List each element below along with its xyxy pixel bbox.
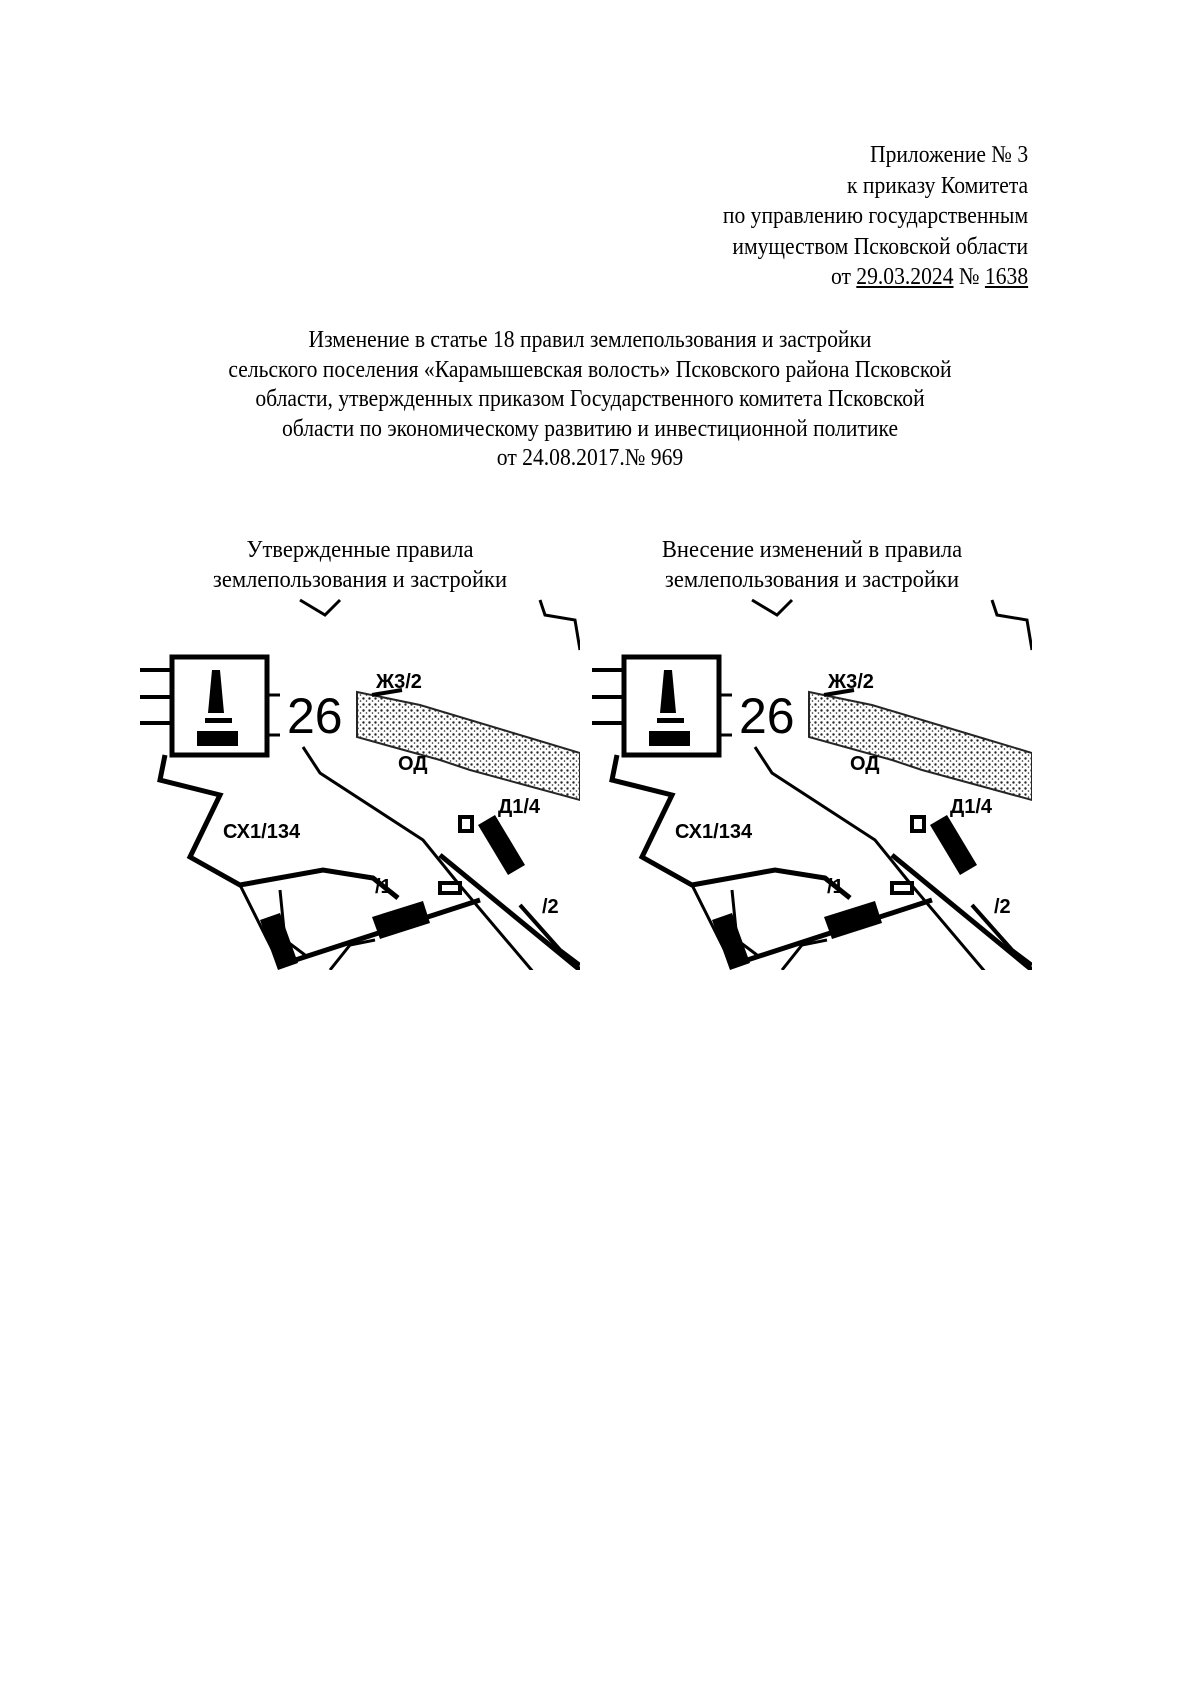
map-caption-amended: Внесение изменений в правила землепользо… (592, 535, 1032, 595)
header-line: к приказу Комитета (846, 172, 1028, 199)
title-line: сельского поселения «Карамышевская волос… (228, 356, 952, 383)
zone-label: Ж3/2 (375, 671, 422, 693)
header-line: Приложение № 3 (869, 142, 1028, 168)
map-number: 26 (739, 688, 795, 744)
zone-label: Ж3/2 (827, 671, 874, 693)
date-prefix: от (830, 264, 857, 290)
zone-label: ОД (398, 753, 428, 775)
zone-label: ОД (850, 753, 880, 775)
buildings (712, 815, 977, 970)
hatched-zone (356, 688, 580, 802)
title-line: Изменение в статье 18 правил землепользо… (308, 327, 872, 353)
header-date-line: от 29.03.2024 № 1638 (723, 262, 1028, 293)
hatched-zone (808, 688, 1032, 802)
zone-label: /2 (542, 896, 559, 918)
document-title: Изменение в статье 18 правил землепользо… (0, 326, 1180, 474)
order-number: 1638 (984, 264, 1028, 290)
zone-label: /1 (827, 876, 844, 898)
map-caption-approved: Утвержденные правила землепользования и … (140, 535, 580, 595)
zone-label: /1 (375, 876, 392, 898)
map-amended: 26 Ж3/2 ОД СХ1/134 /1 Д1/4 /2 (592, 595, 1032, 970)
appendix-header: Приложение № 3 к приказу Комитета по упр… (689, 140, 1028, 293)
map-number: 26 (287, 688, 343, 744)
zone-label: Д1/4 (950, 796, 993, 818)
monument-icon (140, 654, 280, 758)
header-line: по управлению государственным (722, 203, 1028, 229)
order-date: 29.03.2024 (856, 264, 954, 290)
zone-label: СХ1/134 (223, 821, 301, 843)
zone-label: СХ1/134 (675, 821, 753, 843)
title-line: от 24.08.2017.№ 969 (496, 445, 684, 472)
boundary-lines (609, 598, 1032, 970)
title-line: области, утвержденных приказом Государст… (255, 386, 925, 413)
map-approved: 26 Ж3/2 ОД СХ1/134 /1 Д1/4 /2 (140, 595, 580, 970)
buildings (260, 815, 525, 970)
header-line: имуществом Псковской области (732, 233, 1028, 260)
number-sign: № (953, 264, 985, 290)
title-line: области по экономическому развитию и инв… (281, 415, 899, 442)
caption-line: Утвержденные правила (246, 537, 474, 563)
caption-line: землепользования и застройки (212, 567, 508, 593)
zone-label: Д1/4 (498, 796, 541, 818)
caption-line: Внесение изменений в правила (661, 537, 963, 563)
zone-label: /2 (994, 896, 1011, 918)
caption-line: землепользования и застройки (664, 567, 960, 593)
monument-icon (592, 654, 732, 758)
